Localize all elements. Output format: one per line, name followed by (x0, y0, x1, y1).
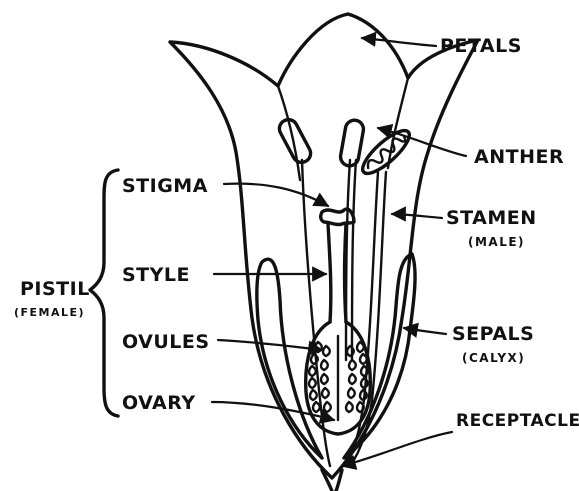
label-ovules: OVULES (122, 331, 210, 353)
label-sepals: SEPALS (452, 323, 534, 345)
stigma (321, 209, 354, 224)
label-pistil-sub: (FEMALE) (14, 306, 85, 319)
arrow-petals (362, 38, 436, 46)
labels: PETALS ANTHER STAMEN (MALE) SEPALS (CALY… (14, 35, 579, 431)
anther-left (276, 116, 313, 165)
label-ovary: OVARY (122, 392, 196, 414)
arrow-stamen (392, 214, 442, 218)
filament-right-2 (350, 172, 386, 466)
label-receptacle: RECEPTACLE (456, 411, 579, 431)
flower-drawing (90, 14, 478, 491)
pistil-bracket (90, 170, 118, 416)
style-left (328, 224, 331, 322)
label-stamen-sub: (MALE) (468, 235, 525, 249)
label-stigma: STIGMA (122, 175, 208, 197)
label-style: STYLE (122, 264, 190, 286)
label-sepals-sub: (CALYX) (462, 351, 525, 365)
filament-middle (346, 160, 350, 360)
anther-middle (339, 119, 365, 167)
label-petals: PETALS (440, 35, 522, 57)
label-pistil: PISTIL (20, 278, 90, 300)
style-right (345, 224, 347, 322)
label-stamen: STAMEN (446, 207, 537, 229)
label-anther: ANTHER (474, 146, 564, 168)
arrow-ovules (218, 340, 322, 350)
